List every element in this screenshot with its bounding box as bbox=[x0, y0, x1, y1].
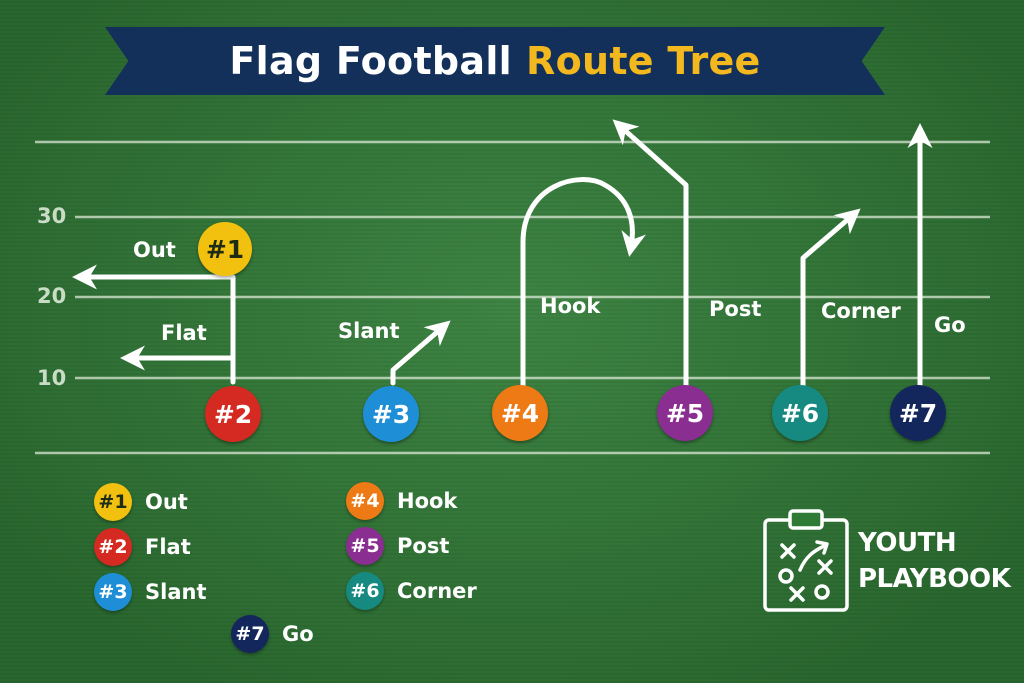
legend-label-go: Go bbox=[282, 622, 314, 646]
route-label-post: Post bbox=[709, 297, 762, 321]
route-label-slant: Slant bbox=[338, 319, 400, 343]
legend-item-slant: #3 Slant bbox=[94, 572, 206, 612]
player-badge-5: #5 bbox=[657, 385, 713, 441]
legend-label-post: Post bbox=[397, 534, 450, 558]
route-label-corner: Corner bbox=[821, 299, 901, 323]
page-title: Flag Football Route Tree bbox=[105, 27, 885, 95]
route-label-go: Go bbox=[934, 313, 966, 337]
yard-marker-10: 10 bbox=[37, 366, 67, 390]
legend-badge-3: #3 bbox=[94, 573, 132, 611]
route-corner-path bbox=[800, 208, 861, 389]
legend-item-go: #7 Go bbox=[231, 614, 314, 654]
legend-item-hook: #4 Hook bbox=[346, 481, 457, 521]
player-badge-2: #2 bbox=[205, 386, 261, 442]
legend-badge-5: #5 bbox=[346, 527, 384, 565]
player-badge-1: #1 bbox=[198, 222, 252, 276]
legend-badge-1: #1 bbox=[94, 483, 132, 521]
legend-badge-7: #7 bbox=[231, 615, 269, 653]
legend-item-out: #1 Out bbox=[94, 482, 188, 522]
player-badge-7: #7 bbox=[890, 385, 946, 441]
player-badge-6: #6 bbox=[772, 385, 828, 441]
route-hook-path bbox=[520, 177, 647, 389]
route-out-path bbox=[72, 264, 236, 385]
legend-badge-4: #4 bbox=[346, 482, 384, 520]
legend-badge-6: #6 bbox=[346, 572, 384, 610]
legend-badge-2: #2 bbox=[94, 528, 132, 566]
legend-label-corner: Corner bbox=[397, 579, 477, 603]
legend-item-post: #5 Post bbox=[346, 526, 449, 566]
route-post-path bbox=[612, 119, 689, 389]
route-label-out: Out bbox=[133, 238, 176, 262]
title-text-white: Flag Football bbox=[229, 39, 513, 83]
title-banner bbox=[105, 27, 885, 95]
legend-item-flat: #2 Flat bbox=[94, 527, 191, 567]
route-label-hook: Hook bbox=[540, 294, 601, 318]
player-badge-4: #4 bbox=[492, 385, 548, 441]
legend-label-slant: Slant bbox=[145, 580, 207, 604]
legend-label-hook: Hook bbox=[397, 489, 458, 513]
route-slant-path bbox=[390, 320, 451, 386]
brand-line-youth: YOUTH bbox=[858, 528, 957, 558]
yard-marker-30: 30 bbox=[37, 204, 67, 228]
legend-label-out: Out bbox=[145, 490, 188, 514]
route-label-flat: Flat bbox=[161, 321, 207, 345]
legend-item-corner: #6 Corner bbox=[346, 571, 477, 611]
clipboard-play-icon bbox=[763, 509, 849, 612]
brand-line-playbook: PLAYBOOK bbox=[858, 564, 1011, 594]
yard-marker-20: 20 bbox=[37, 284, 67, 308]
player-badge-3: #3 bbox=[363, 386, 419, 442]
title-text-gold: Route Tree bbox=[526, 39, 761, 83]
legend-label-flat: Flat bbox=[145, 535, 191, 559]
